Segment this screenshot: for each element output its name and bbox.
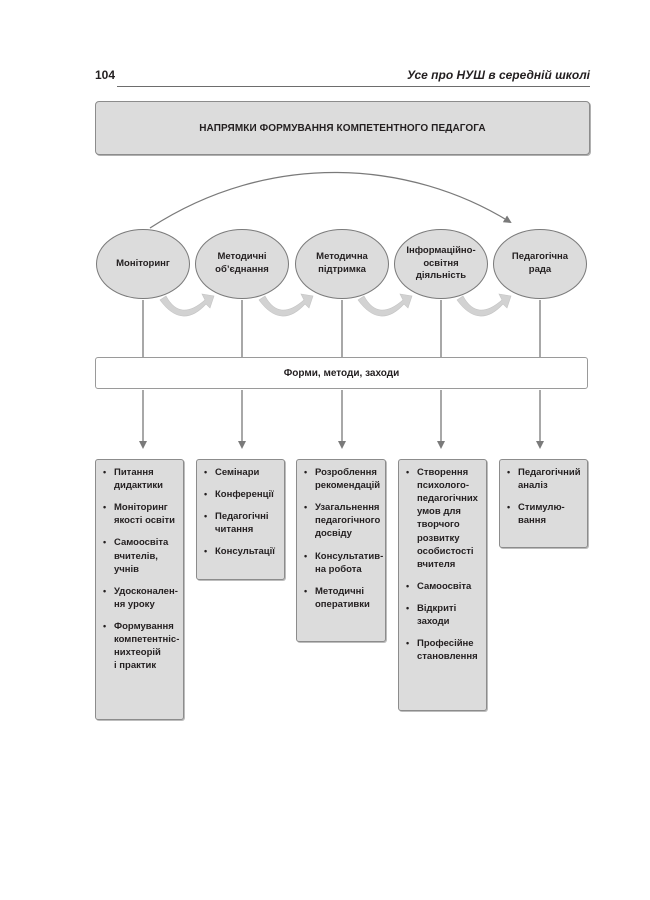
swoosh-arrow-1 bbox=[159, 293, 215, 317]
list-item: Створення психолого- педагогічних умов д… bbox=[403, 466, 480, 571]
swoosh-arrow-3 bbox=[357, 293, 413, 317]
list-item: Моніторинг якості освіти bbox=[100, 501, 177, 527]
list-item: Питання дидактики bbox=[100, 466, 177, 492]
swoosh-arrow-4 bbox=[456, 293, 512, 317]
list-item: Самоосвіта bbox=[403, 580, 480, 593]
list-item: Узагальнення педагогічного досвіду bbox=[301, 501, 380, 540]
direction-oval-pedagogical-council: Педагогічна рада bbox=[493, 229, 587, 299]
direction-label: Методична підтримка bbox=[316, 251, 368, 275]
list-item: Консультатив- на робота bbox=[301, 550, 383, 576]
direction-label: Інформаційно- освітня діяльність bbox=[406, 244, 476, 282]
list-item: Семінари bbox=[201, 466, 278, 479]
list-item: Удосконален- ня уроку bbox=[100, 585, 178, 611]
list-item: Розроблення рекомендацій bbox=[301, 466, 380, 492]
list-box-monitoring: Питання дидактики Моніторинг якості осві… bbox=[95, 459, 184, 720]
direction-oval-methodical-associations: Методичні об’єднання bbox=[195, 229, 289, 299]
top-arc-arrow bbox=[149, 171, 512, 229]
running-title: Усе про НУШ в середній школі bbox=[406, 68, 590, 82]
list-box-methodical-associations: Семінари Конференції Педагогічні читання… bbox=[196, 459, 285, 580]
list-box-information-education: Створення психолого- педагогічних умов д… bbox=[398, 459, 487, 711]
header-rule bbox=[117, 86, 590, 87]
page-header: 104 Усе про НУШ в середній школі bbox=[95, 68, 590, 90]
forms-methods-bar: Форми, методи, заходи bbox=[95, 357, 588, 389]
list-item: Професійне становлення bbox=[403, 637, 480, 663]
direction-oval-methodical-support: Методична підтримка bbox=[295, 229, 389, 299]
direction-label: Методичні об’єднання bbox=[215, 251, 269, 275]
list-item: Формування компетентніс- нихтеорій і пра… bbox=[100, 620, 179, 672]
swoosh-arrow-2 bbox=[258, 293, 314, 317]
list-item: Методичні оперативки bbox=[301, 585, 379, 611]
list-box-pedagogical-council: Педагогічний аналіз Стимулю- вання bbox=[499, 459, 588, 548]
page-number: 104 bbox=[95, 68, 116, 82]
list-item: Самоосвіта вчителів, учнів bbox=[100, 536, 177, 575]
list-item: Відкриті заходи bbox=[403, 602, 480, 628]
direction-label: Моніторинг bbox=[116, 257, 170, 269]
list-item: Консультації bbox=[201, 545, 278, 558]
list-item: Педагогічний аналіз bbox=[504, 466, 581, 492]
list-item: Педагогічні читання bbox=[201, 510, 278, 536]
direction-oval-information-education: Інформаційно- освітня діяльність bbox=[394, 229, 488, 299]
list-item: Конференції bbox=[201, 488, 278, 501]
direction-oval-monitoring: Моніторинг bbox=[96, 229, 190, 299]
list-item: Стимулю- вання bbox=[504, 501, 581, 527]
diagram-title: НАПРЯМКИ ФОРМУВАННЯ КОМПЕТЕНТНОГО ПЕДАГО… bbox=[95, 101, 590, 155]
direction-label: Педагогічна рада bbox=[511, 251, 569, 275]
list-box-methodical-support: Розроблення рекомендацій Узагальнення пе… bbox=[296, 459, 386, 642]
